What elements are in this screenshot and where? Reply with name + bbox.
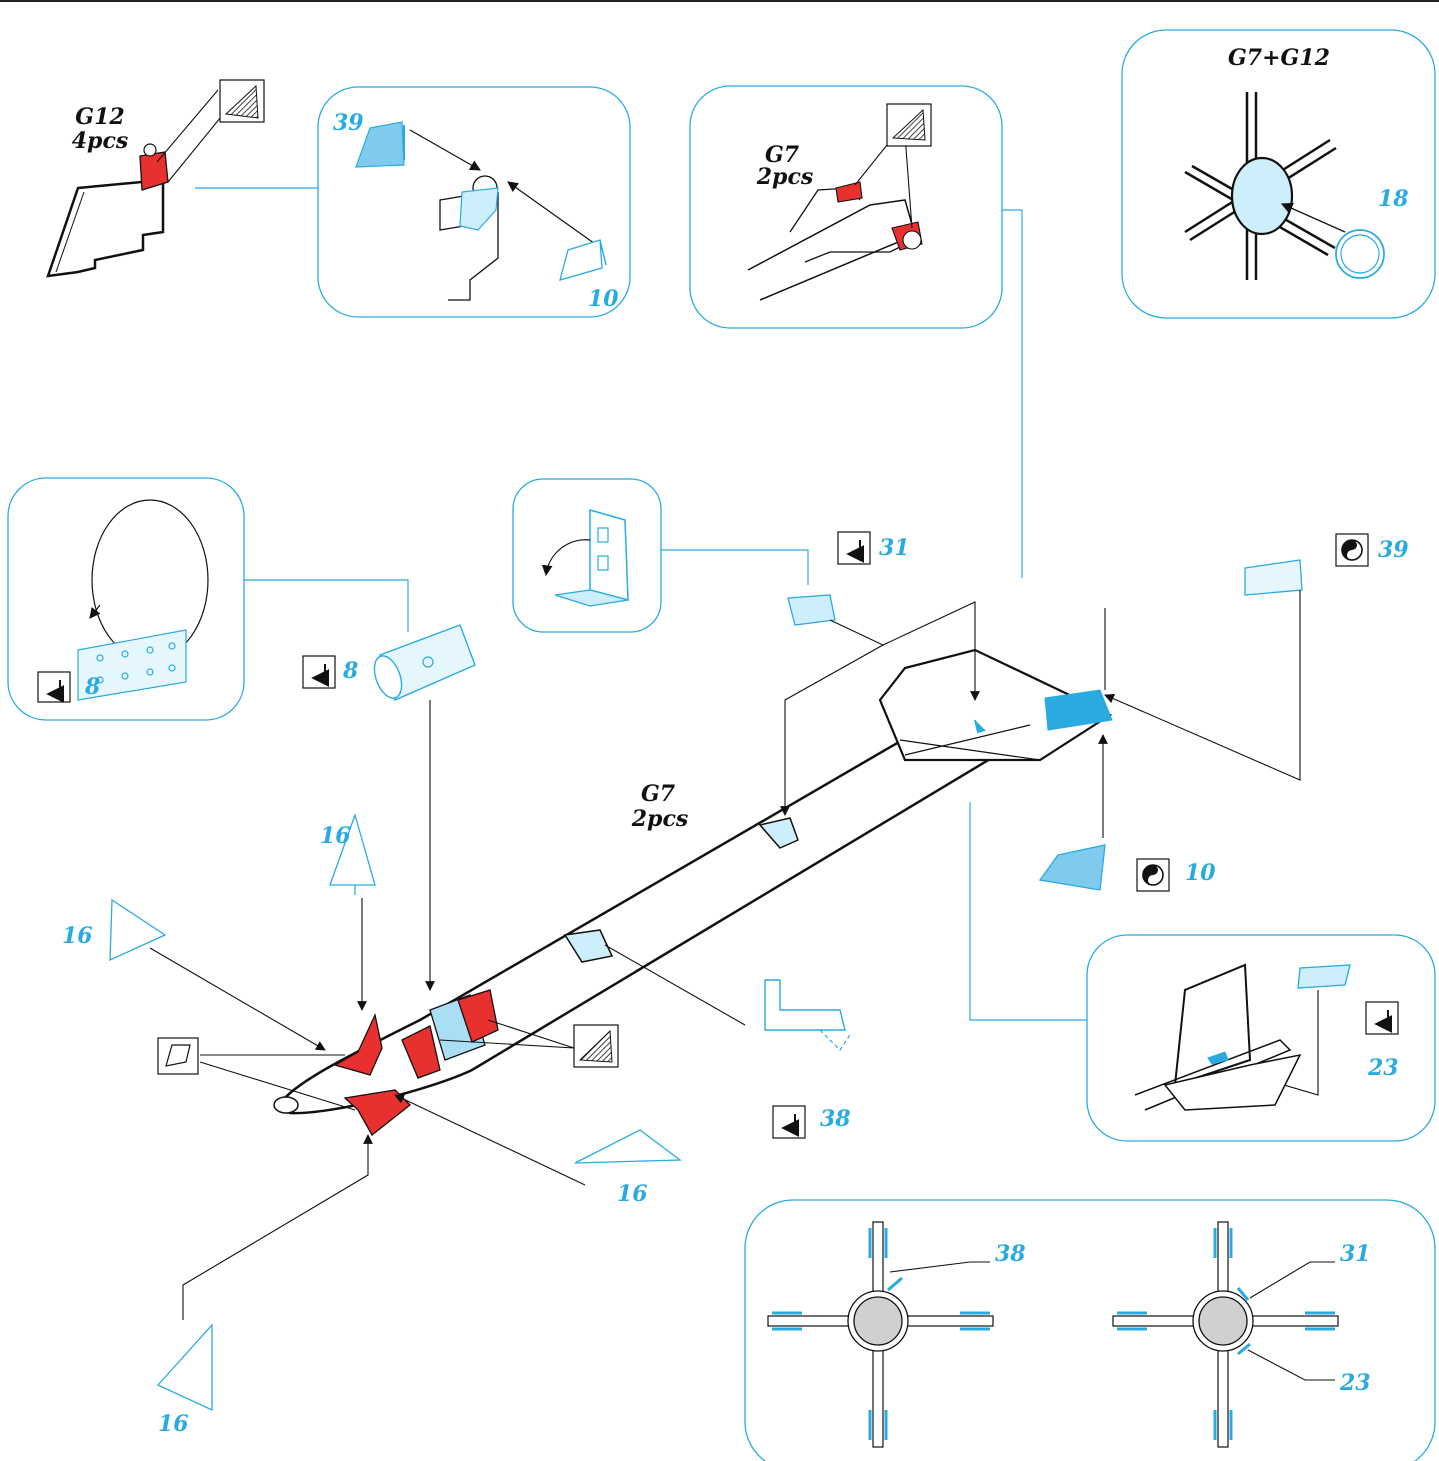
part-number-38-diagram: 38 xyxy=(995,1241,1026,1267)
bend-icon xyxy=(1374,1010,1393,1033)
part-number-23-diagram: 23 xyxy=(1340,1370,1371,1396)
part-8-tube xyxy=(373,624,476,701)
g7g12-title: G7+G12 xyxy=(1228,45,1330,71)
inset-part31-drawing xyxy=(541,509,629,607)
inset-g7g12-drawing xyxy=(1184,92,1385,280)
inset-box-39-10 xyxy=(317,86,631,318)
inset-box-g7-g12 xyxy=(1121,29,1436,319)
part-number-23-inset: 23 xyxy=(1368,1055,1399,1081)
bend-icon xyxy=(302,655,336,689)
bend-icon xyxy=(772,1105,806,1139)
part-number-38-main: 38 xyxy=(820,1106,851,1132)
part-39-main xyxy=(1244,559,1303,596)
section-diagram-38 xyxy=(767,1221,994,1448)
g12-qty: 4pcs xyxy=(71,128,129,154)
missile-g7-drawing xyxy=(273,648,1113,1136)
part-number-8-main: 8 xyxy=(343,658,359,684)
part-number-16-right: 16 xyxy=(617,1181,648,1207)
inset-connectors xyxy=(195,187,1087,1021)
bend-icon xyxy=(46,680,65,703)
inset-g7-drawing xyxy=(747,103,932,301)
inset-box-sections xyxy=(744,1199,1436,1461)
part-number-10-inset: 10 xyxy=(588,286,619,312)
inset-part8-drawing xyxy=(37,499,209,703)
section-diagram-31-23 xyxy=(1112,1221,1339,1448)
part-number-18: 18 xyxy=(1378,186,1409,212)
inset-box-part31 xyxy=(512,478,662,633)
part-16-right xyxy=(574,1129,682,1164)
inset-part23-drawing xyxy=(1134,963,1399,1111)
part-number-16-bottom: 16 xyxy=(158,1411,189,1437)
part-number-16-left: 16 xyxy=(62,923,93,949)
g7-main-qty: 2pcs xyxy=(631,806,689,832)
g7-inset-title: G7 xyxy=(764,142,800,168)
inset-box-g7-detail xyxy=(689,85,1003,329)
g7-main-title: G7 xyxy=(640,781,676,807)
part-10-main xyxy=(1038,844,1106,891)
part-number-10-main: 10 xyxy=(1185,860,1216,886)
part-31-small xyxy=(787,594,836,626)
part-number-16-top: 16 xyxy=(320,823,351,849)
part-number-8-inset: 8 xyxy=(85,674,101,700)
part-number-31-diagram: 31 xyxy=(1340,1241,1371,1267)
texture-hatch-icon xyxy=(573,1024,619,1068)
flat-plate-icon xyxy=(157,1037,199,1075)
part-number-31: 31 xyxy=(879,535,910,561)
inset-box-part8 xyxy=(7,477,245,721)
part-number-39-inset: 39 xyxy=(333,110,364,136)
part-number-39-main: 39 xyxy=(1378,537,1409,563)
g7-inset-qty: 2pcs xyxy=(756,164,814,190)
g12-fin-drawing xyxy=(46,79,265,278)
inset-box-part23 xyxy=(1086,934,1436,1142)
part-16-top xyxy=(329,812,376,895)
leader-lines xyxy=(149,590,1319,1320)
paint-symbol-icon xyxy=(1335,533,1369,567)
paint-symbol-icon xyxy=(1136,858,1170,892)
inset-39-10-drawing xyxy=(355,121,607,301)
g12-title: G12 xyxy=(75,104,125,130)
top-border xyxy=(0,0,1439,2)
part-16-left xyxy=(109,898,167,962)
bend-icon xyxy=(837,531,871,565)
part-38-main xyxy=(764,979,851,1051)
part-16-bottom xyxy=(156,1323,213,1412)
